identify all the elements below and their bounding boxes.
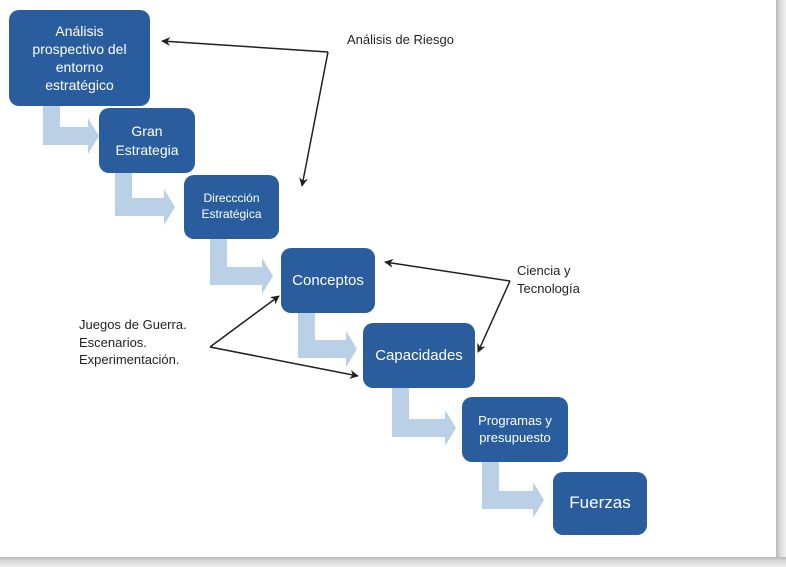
step-box-capacidades: Capacidades [363, 323, 475, 388]
step-label: Gran Estrategia [115, 123, 179, 158]
step-label: Conceptos [292, 271, 364, 289]
annotation-analisis-riesgo: Análisis de Riesgo [347, 32, 454, 47]
step-connector-arrow [43, 106, 99, 154]
step-connector-arrow [392, 388, 456, 446]
step-box-fuerzas: Fuerzas [553, 472, 647, 535]
step-label: Fuerzas [569, 493, 631, 513]
step-connector-arrow [115, 173, 175, 225]
step-box-analisis: Análisis prospectivo del entorno estraté… [9, 10, 150, 106]
annotation-arrow [209, 295, 280, 348]
annotation-ciencia-tecnologia: Ciencia y Tecnología [517, 263, 580, 296]
step-box-conceptos: Conceptos [281, 248, 375, 313]
annotation-arrow [209, 346, 359, 379]
page-shadow-right [776, 0, 786, 567]
annotation-arrow [161, 37, 329, 53]
step-box-programas: Programas y presupuesto [462, 397, 568, 462]
step-label: Análisis prospectivo del entorno estraté… [32, 22, 127, 94]
annotation-arrow [384, 258, 511, 282]
step-label: Programas y presupuesto [478, 412, 552, 445]
annotation-juegos-guerra: Juegos de Guerra. Escenarios. Experiment… [79, 317, 187, 368]
page-shadow-bottom [0, 557, 786, 567]
step-label: Capacidades [375, 346, 463, 364]
step-box-gran-estrategia: Gran Estrategia [99, 108, 195, 173]
annotation-arrow [477, 280, 511, 353]
step-label: Direccción Estratégica [201, 191, 262, 221]
step-connector-arrow [210, 239, 273, 294]
annotation-arrow [299, 51, 329, 187]
step-box-direccion: Direccción Estratégica [184, 175, 279, 239]
step-connector-arrow [298, 313, 357, 367]
step-connector-arrow [482, 462, 544, 518]
